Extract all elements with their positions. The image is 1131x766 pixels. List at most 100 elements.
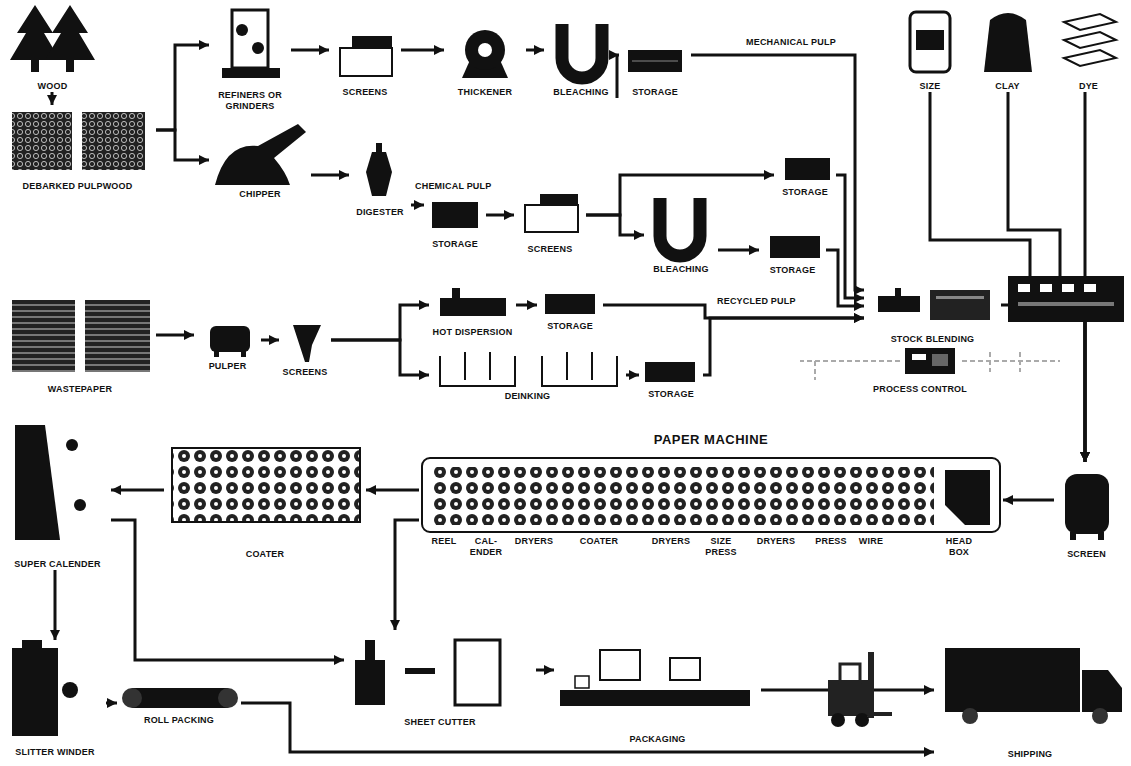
process-step: PROCESS CONTROL xyxy=(854,346,986,395)
flow-arrow xyxy=(156,334,194,337)
pulper-vat xyxy=(210,326,250,357)
roll-packing-unit xyxy=(122,688,238,708)
process-step: STORAGE xyxy=(759,230,826,276)
step-label: STORAGE xyxy=(639,389,703,400)
step-label: SIZE PRESS xyxy=(702,536,740,558)
forklift xyxy=(868,652,874,718)
pulpwood-stacks xyxy=(12,112,72,170)
packaging-line xyxy=(600,650,640,680)
wastepaper-bales xyxy=(85,300,150,372)
process-step: SHIPPING xyxy=(934,640,1126,760)
flow-label: MECHANICAL PULP xyxy=(745,37,837,48)
process-step: DEBARKED PULPWOOD xyxy=(0,105,156,192)
process-step: SCREENS xyxy=(514,190,586,255)
step-label: WOOD xyxy=(9,81,96,92)
process-step: STORAGE xyxy=(774,155,836,198)
process-step: SIZE xyxy=(894,3,966,92)
process-step: STORAGE xyxy=(639,360,703,400)
roll-packing-unit xyxy=(122,688,142,708)
step-label: STORAGE xyxy=(774,187,836,198)
flow-arrow xyxy=(311,174,349,177)
screen-cone xyxy=(293,325,321,362)
dye-containers xyxy=(1064,32,1116,48)
control-console xyxy=(905,348,955,374)
flow-arrow xyxy=(703,318,864,375)
slitter-winder-unit xyxy=(12,648,58,736)
step-label: SCREENS xyxy=(514,244,586,255)
step-label: THICKENER xyxy=(444,87,526,98)
process-step: SLITTER WINDER xyxy=(4,640,106,758)
process-step: HOT DISPERSION xyxy=(429,285,516,338)
bleaching-tower xyxy=(660,198,700,256)
storage-chest xyxy=(785,158,830,180)
super-calender-stack xyxy=(74,499,86,511)
step-label: WASTEPAPER xyxy=(4,384,156,395)
flow-arrow xyxy=(261,339,279,342)
truck xyxy=(1082,670,1122,712)
process-step: STORAGE xyxy=(537,288,603,332)
paper-machine-frame xyxy=(422,458,1000,532)
step-label: DRYERS xyxy=(513,536,555,547)
screen-unit xyxy=(1098,532,1104,540)
dye-containers xyxy=(1064,14,1116,30)
truck xyxy=(962,708,978,724)
process-step: BLEACHING xyxy=(544,18,618,98)
packaging-line xyxy=(575,676,589,688)
step-label: PULPER xyxy=(194,361,261,372)
process-step: SCREENS xyxy=(279,318,331,378)
step-label: PROCESS CONTROL xyxy=(854,384,986,395)
size-barrel xyxy=(910,12,950,72)
flow-arrow xyxy=(516,304,537,307)
deinking-cells xyxy=(465,352,490,380)
machine-band: PAPER MACHINEREELCAL- ENDERDRYERSCOATERD… xyxy=(419,432,1003,562)
thickener-drum xyxy=(478,43,492,57)
screen-machine xyxy=(525,205,578,232)
digester-vessel xyxy=(376,143,382,152)
storage-chest xyxy=(545,294,595,314)
roll-packing-unit xyxy=(218,688,238,708)
blend-chest-panel xyxy=(1062,284,1074,292)
flow-arrow xyxy=(395,520,419,630)
process-step: THICKENER xyxy=(444,20,526,98)
screen-unit xyxy=(1065,474,1109,534)
wastepaper-bales xyxy=(12,300,150,372)
process-step: CHIPPER xyxy=(209,120,311,200)
process-step: WASTEPAPER xyxy=(4,295,156,395)
flow-label: RECYCLED PULP xyxy=(716,296,797,307)
control-signal-lines xyxy=(800,352,1060,380)
thickener-drum xyxy=(462,30,508,78)
wastepaper-bales xyxy=(12,300,75,372)
forklift xyxy=(831,713,845,727)
blend-chest-panel xyxy=(1008,276,1124,322)
flow-arrow xyxy=(1001,305,1085,462)
control-console xyxy=(912,354,926,360)
truck xyxy=(945,648,1122,724)
step-label: CHIPPER xyxy=(209,189,311,200)
machine-section: WIRE xyxy=(855,536,887,562)
flow-label: CHEMICAL PULP xyxy=(414,181,492,192)
control-signal-lines xyxy=(962,352,1060,372)
step-label: WIRE xyxy=(855,536,887,547)
clay-sack xyxy=(984,13,1032,72)
dye-containers xyxy=(1064,50,1116,66)
process-step: STOCK BLENDING xyxy=(864,280,1001,345)
blender-equipment xyxy=(930,290,990,320)
storage-chest xyxy=(628,50,682,72)
blender-equipment xyxy=(878,288,990,320)
flow-arrow xyxy=(106,702,117,705)
flow-arrow xyxy=(51,92,54,105)
flow-arrow xyxy=(586,175,774,215)
process-step: SUPER CALENDER xyxy=(4,420,111,570)
truck xyxy=(1092,708,1108,724)
forklift xyxy=(840,664,860,682)
flow-arrow xyxy=(486,214,514,217)
machine-section: COATER xyxy=(577,536,621,562)
machine-section: DRYERS xyxy=(650,536,692,562)
blend-chest-panel xyxy=(1018,302,1114,306)
screen-unit xyxy=(1065,474,1109,540)
dye-containers xyxy=(1064,14,1116,66)
band-title: PAPER MACHINE xyxy=(419,432,1003,448)
